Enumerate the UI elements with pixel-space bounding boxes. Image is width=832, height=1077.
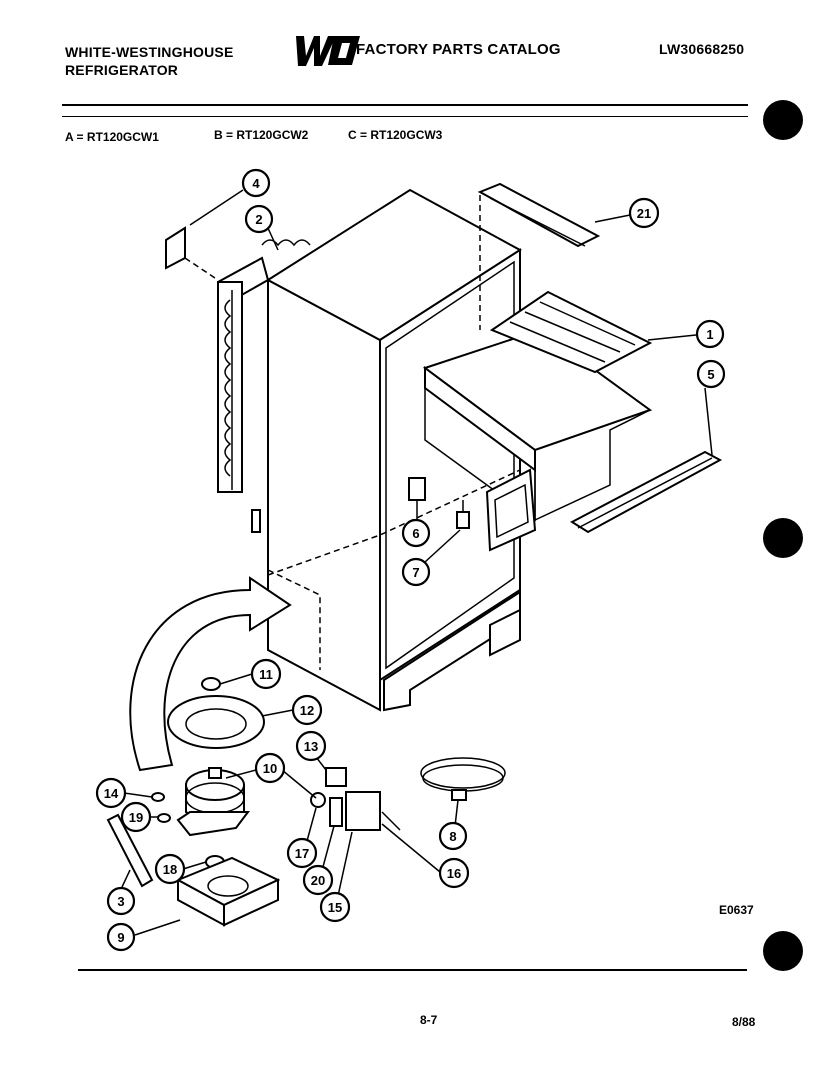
callout-11: 11 (250, 658, 282, 690)
callout-9-label: 9 (117, 930, 124, 945)
power-cord (420, 757, 506, 801)
footer-rule (78, 969, 747, 971)
model-b: B = RT120GCW2 (214, 128, 309, 142)
catalog-number: LW30668250 (659, 41, 745, 57)
callout-10-label: 10 (263, 761, 277, 776)
callout-5: 5 (696, 359, 726, 389)
callout-17: 17 (286, 837, 318, 869)
condenser-coil (216, 239, 311, 533)
callout-8: 8 (438, 821, 468, 851)
compressor-mount (167, 695, 265, 749)
callout-1: 1 (695, 319, 725, 349)
callout-21-label: 21 (637, 206, 651, 221)
callout-15-label: 15 (328, 900, 342, 915)
revision-date: 8/88 (732, 1015, 756, 1029)
page-number: 8-7 (420, 1013, 438, 1027)
callout-14: 14 (95, 777, 127, 809)
mounting-clip (106, 813, 154, 888)
callout-20-label: 20 (311, 873, 325, 888)
washer-19 (157, 813, 171, 823)
grommet (201, 677, 221, 691)
callout-15: 15 (319, 891, 351, 923)
callout-7: 7 (401, 557, 431, 587)
callout-4-label: 4 (252, 176, 260, 191)
drain-frame (485, 468, 537, 552)
header-rule-thick (62, 104, 748, 106)
binder-hole-middle (763, 518, 803, 558)
callout-19: 19 (120, 801, 152, 833)
washer-14 (151, 792, 165, 802)
callout-13: 13 (295, 730, 327, 762)
callout-3-label: 3 (117, 894, 124, 909)
callout-18-label: 18 (163, 862, 177, 877)
location-arrow (129, 576, 292, 772)
callout-16-label: 16 (447, 866, 461, 881)
callout-3: 3 (106, 886, 136, 916)
coil-bracket (165, 226, 219, 281)
callout-2-label: 2 (255, 212, 262, 227)
model-a: A = RT120GCW1 (65, 130, 159, 144)
front-strip (569, 450, 723, 534)
callout-17-label: 17 (295, 846, 309, 861)
callout-5-label: 5 (707, 367, 714, 382)
header-rule-thin (62, 116, 748, 117)
catalog-title: FACTORY PARTS CATALOG (356, 41, 561, 58)
door-trim-top (477, 182, 601, 248)
binder-hole-top (763, 100, 803, 140)
callout-20: 20 (302, 864, 334, 896)
wci-logo (296, 36, 360, 66)
freezer-shelf (489, 290, 653, 374)
compressor-base (175, 856, 281, 927)
callout-12: 12 (291, 694, 323, 726)
binder-hole-bottom (763, 931, 803, 971)
light-switch (456, 500, 470, 529)
callout-11-label: 11 (259, 667, 273, 682)
callout-10: 10 (254, 752, 286, 784)
brand-line-2: REFRIGERATOR (65, 62, 179, 78)
cabinet (266, 188, 522, 712)
callout-9: 9 (106, 922, 136, 952)
callout-14-label: 14 (104, 786, 119, 801)
callout-4: 4 (241, 168, 271, 198)
callout-12-label: 12 (300, 703, 314, 718)
callout-16: 16 (438, 857, 470, 889)
callout-13-label: 13 (304, 739, 318, 754)
callout-8-label: 8 (449, 829, 456, 844)
callout-19-label: 19 (129, 810, 143, 825)
callout-18: 18 (154, 853, 186, 885)
thermostat (408, 477, 426, 501)
callout-7-label: 7 (412, 565, 419, 580)
callout-6-label: 6 (412, 526, 419, 541)
callout-2: 2 (244, 204, 274, 234)
callout-21: 21 (628, 197, 660, 229)
start-relay (310, 767, 401, 831)
model-c: C = RT120GCW3 (348, 128, 443, 142)
callout-1-label: 1 (706, 327, 713, 342)
brand-line-1: WHITE-WESTINGHOUSE (65, 44, 234, 60)
diagram-code: E0637 (719, 903, 754, 917)
callout-6: 6 (401, 518, 431, 548)
compressor (176, 767, 250, 837)
